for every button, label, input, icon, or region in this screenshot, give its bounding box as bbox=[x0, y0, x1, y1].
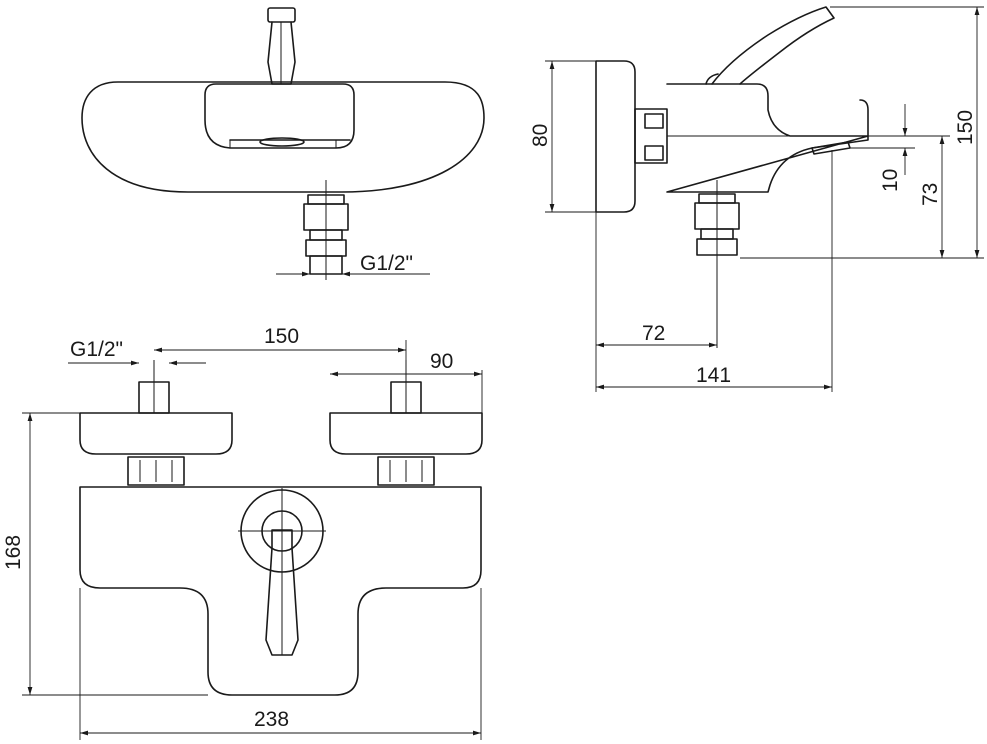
front-height-dimension bbox=[22, 412, 208, 696]
front-eccentric-left bbox=[79, 412, 233, 455]
front-width-dimension bbox=[79, 588, 482, 740]
side-outlet-offset-label: 10 bbox=[879, 169, 902, 192]
side-view: 80 150 10 73 72 141 bbox=[529, 6, 984, 392]
side-connector bbox=[634, 108, 668, 164]
front-view: 150 G1/2" 90 168 238 bbox=[2, 325, 483, 740]
side-body bbox=[666, 83, 869, 193]
top-view: G1/2" bbox=[81, 7, 485, 280]
front-hex-nut-left bbox=[127, 456, 185, 486]
top-view-thread-label: G1/2" bbox=[360, 252, 413, 275]
front-lever bbox=[238, 488, 326, 656]
top-view-spout bbox=[204, 83, 355, 149]
side-inlet-depth-dimension bbox=[595, 212, 717, 392]
side-total-height-label: 150 bbox=[954, 110, 977, 145]
side-inlet-depth-label: 72 bbox=[642, 322, 665, 345]
side-total-depth-dimension bbox=[596, 150, 833, 392]
front-eccentric-label: 90 bbox=[430, 350, 453, 373]
front-thread-label: G1/2" bbox=[70, 338, 123, 361]
front-width-label: 238 bbox=[254, 708, 289, 731]
front-height-label: 168 bbox=[2, 535, 25, 570]
top-view-body bbox=[81, 81, 485, 193]
side-inlet bbox=[694, 180, 740, 348]
front-hex-nut-right bbox=[377, 456, 435, 486]
side-lever bbox=[705, 6, 835, 85]
side-outlet-height-label: 73 bbox=[919, 183, 942, 206]
front-body bbox=[79, 486, 482, 696]
side-outlet-offset-dimension bbox=[850, 104, 950, 175]
top-view-inlet bbox=[303, 180, 349, 280]
side-body-height-dimension bbox=[545, 60, 596, 213]
side-total-depth-label: 141 bbox=[696, 364, 731, 387]
front-eccentric-right bbox=[329, 412, 483, 455]
front-eccentric-dimension bbox=[330, 370, 483, 413]
side-total-height-dimension bbox=[740, 6, 984, 259]
side-wall-plate bbox=[595, 60, 636, 213]
top-view-lever bbox=[267, 7, 296, 85]
front-centers-label: 150 bbox=[264, 325, 299, 348]
side-body-height-label: 80 bbox=[529, 124, 552, 147]
